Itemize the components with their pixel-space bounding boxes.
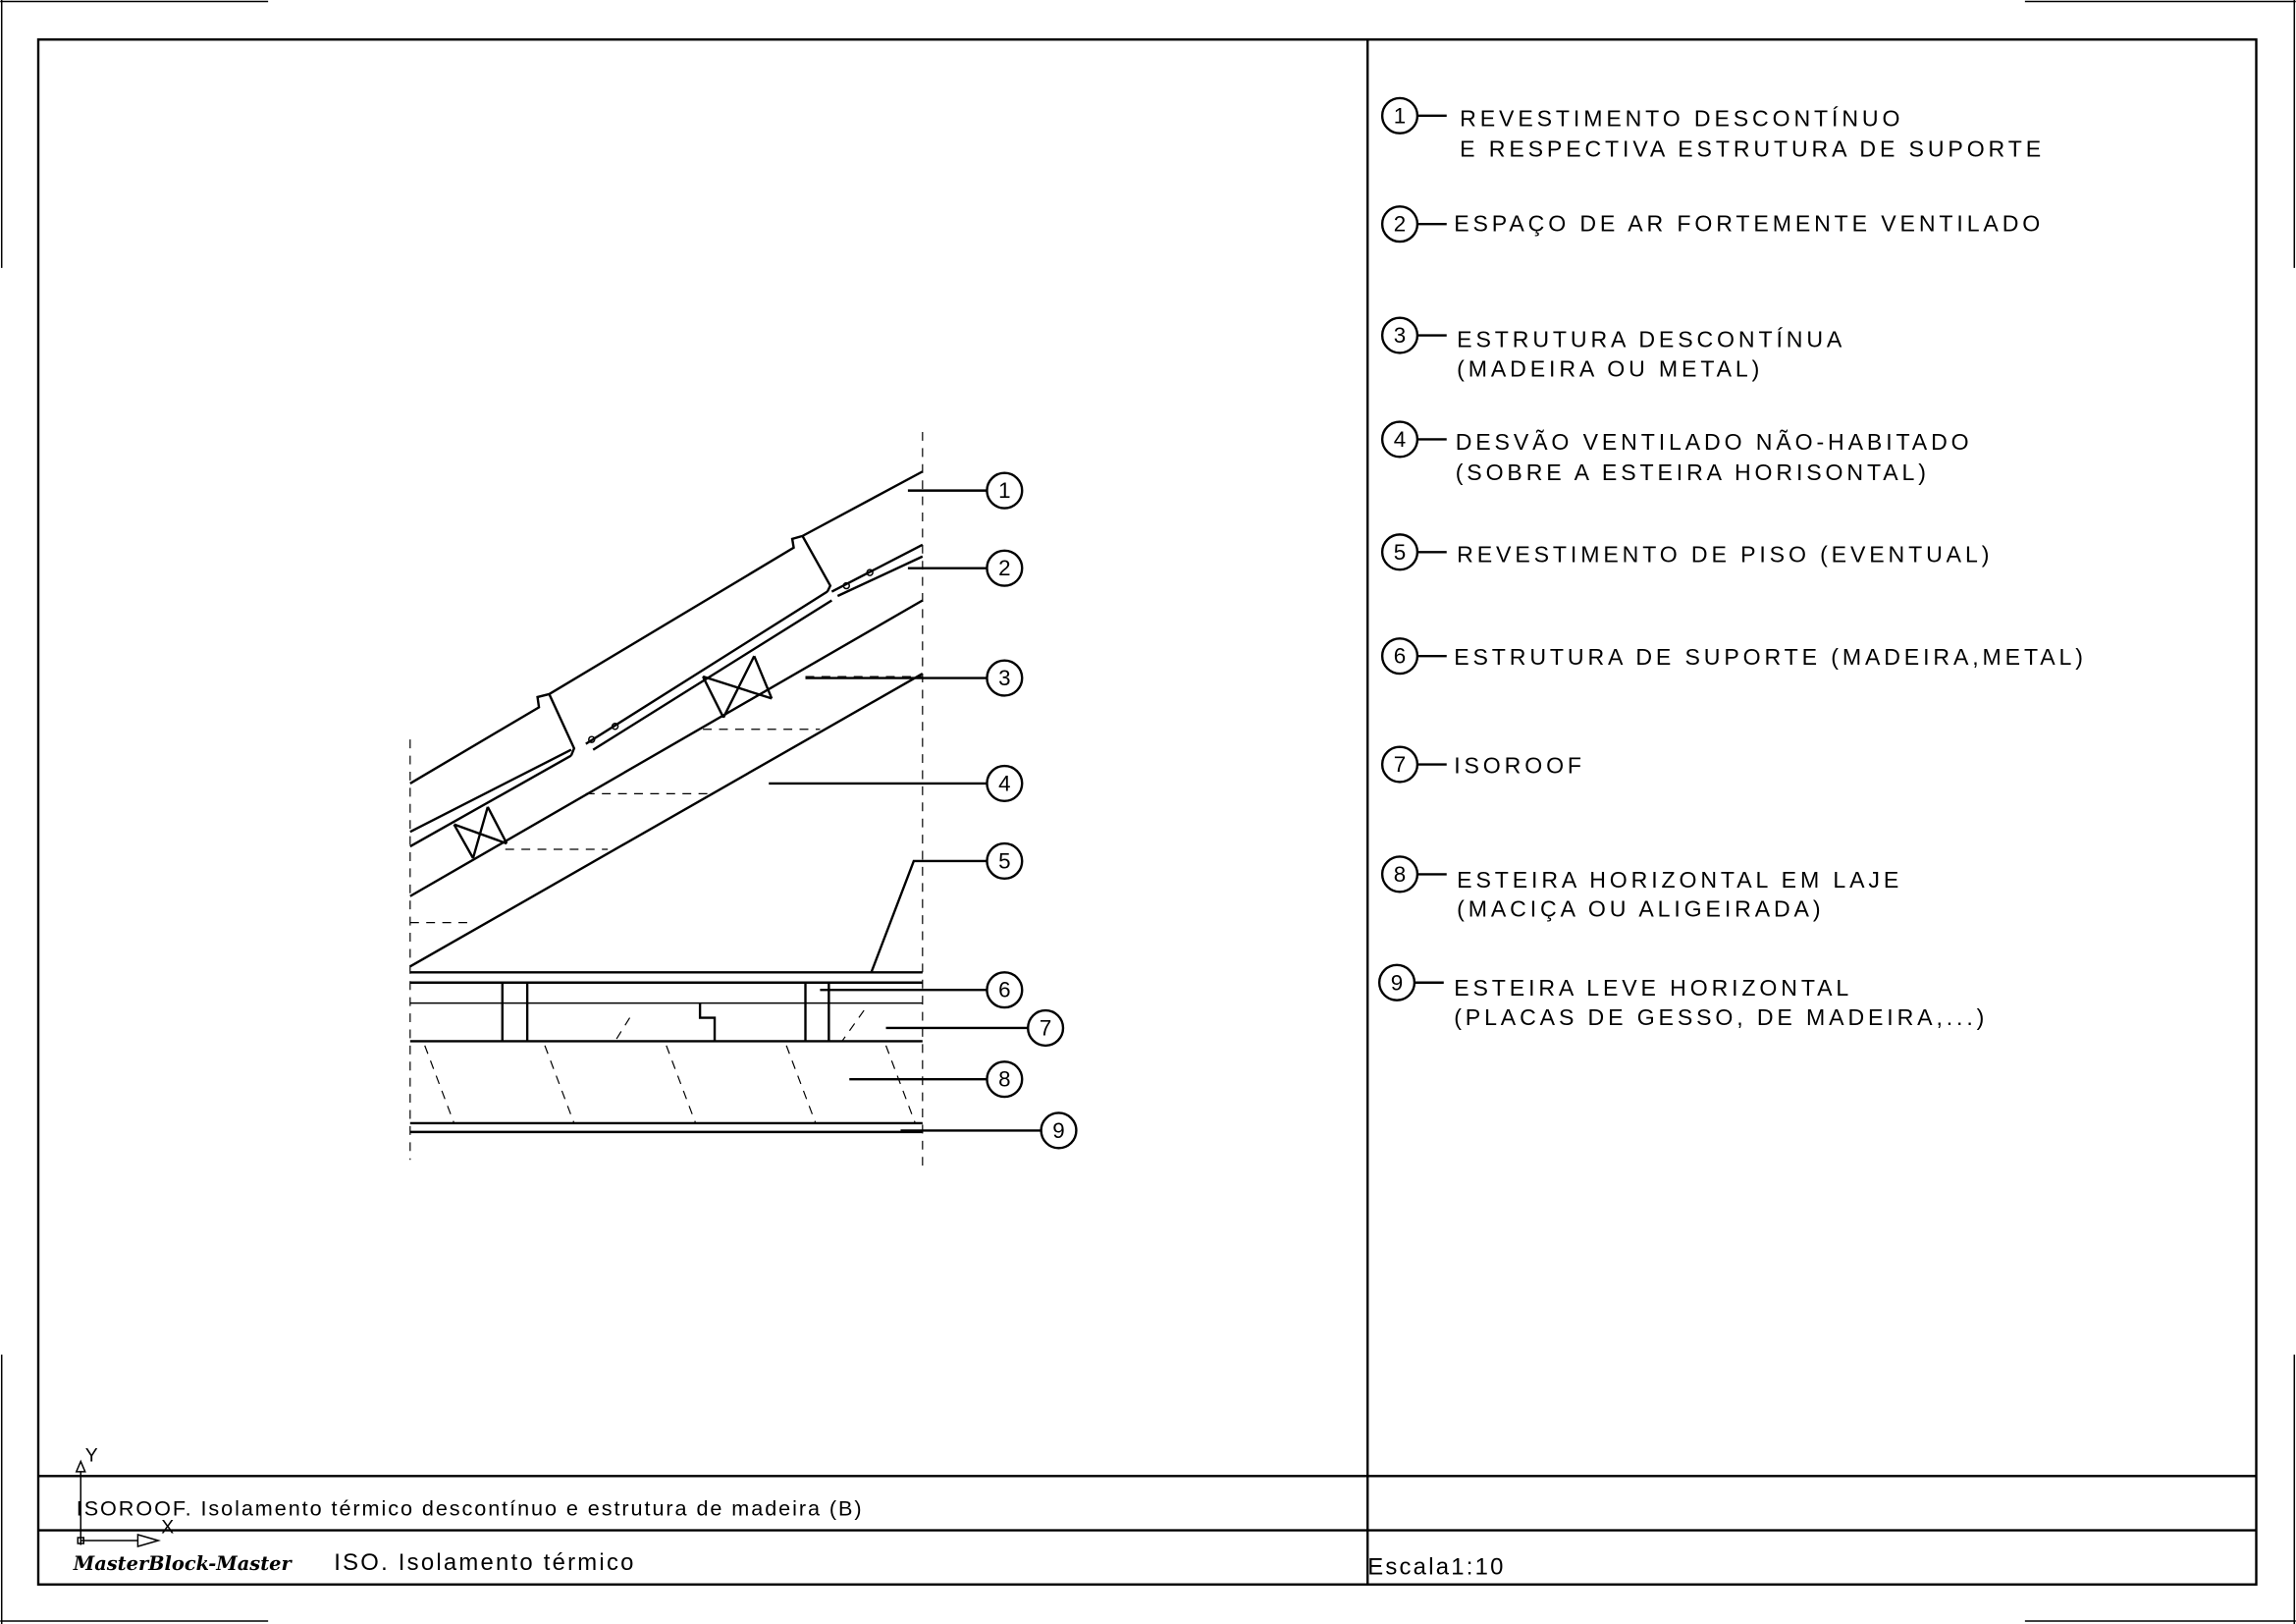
- roof-section-detail: 1 2 3 4 5 6 7 8 9: [409, 431, 1078, 1167]
- svg-text:4: 4: [998, 771, 1010, 795]
- svg-text:(MACIÇA OU ALIGEIRADA): (MACIÇA OU ALIGEIRADA): [1457, 896, 1824, 922]
- svg-text:E RESPECTIVA ESTRUTURA DE SUPO: E RESPECTIVA ESTRUTURA DE SUPORTE: [1460, 136, 2045, 162]
- ucs-axis-icon: Y X: [75, 1444, 174, 1547]
- drawing-title: ISOROOF. Isolamento térmico descontínuo …: [77, 1496, 864, 1521]
- title-block: ISOROOF. Isolamento térmico descontínuo …: [73, 1496, 1505, 1581]
- legend-item-6: 6 ESTRUTURA DE SUPORTE (MADEIRA,METAL): [1380, 637, 2087, 676]
- legend-item-1: 1 REVESTIMENTO DESCONTÍNUO E RESPECTIVA E…: [1380, 96, 2045, 162]
- svg-text:ESTEIRA HORIZONTAL EM LAJE: ESTEIRA HORIZONTAL EM LAJE: [1457, 867, 1902, 893]
- svg-text:1: 1: [1394, 103, 1406, 128]
- svg-text:Y: Y: [85, 1444, 98, 1466]
- svg-text:ESTRUTURA DESCONTÍNUA: ESTRUTURA DESCONTÍNUA: [1457, 326, 1845, 352]
- legend-item-4: 4 DESVÃO VENTILADO NÃO-HABITADO (SOBRE A …: [1380, 420, 1973, 485]
- svg-text:X: X: [161, 1517, 174, 1539]
- svg-text:6: 6: [1394, 644, 1406, 669]
- svg-text:5: 5: [998, 848, 1010, 873]
- svg-text:6: 6: [998, 978, 1010, 1002]
- svg-text:(MADEIRA OU METAL): (MADEIRA OU METAL): [1457, 355, 1763, 381]
- svg-text:(SOBRE A ESTEIRA HORISONTAL): (SOBRE A ESTEIRA HORISONTAL): [1456, 460, 1930, 485]
- callout-1: 1: [986, 471, 1024, 510]
- svg-text:ESTRUTURA DE SUPORTE (MADEIRA,: ESTRUTURA DE SUPORTE (MADEIRA,METAL): [1454, 644, 2087, 670]
- legend-item-3: 3 ESTRUTURA DESCONTÍNUA (MADEIRA OU METAL…: [1380, 316, 1845, 381]
- svg-text:DESVÃO VENTILADO NÃO-HABITADO: DESVÃO VENTILADO NÃO-HABITADO: [1456, 429, 1973, 455]
- callout-5: 5: [986, 841, 1024, 881]
- sheet-frame: [36, 38, 2258, 1586]
- svg-text:9: 9: [1052, 1118, 1064, 1143]
- svg-text:4: 4: [1394, 427, 1406, 452]
- svg-text:8: 8: [1394, 862, 1406, 887]
- callout-7: 7: [1027, 1008, 1065, 1048]
- svg-text:ESPAÇO DE AR FORTEMENTE VENTIL: ESPAÇO DE AR FORTEMENTE VENTILADO: [1454, 211, 2044, 237]
- svg-text:8: 8: [998, 1067, 1010, 1092]
- series-title: ISO. Isolamento térmico: [334, 1549, 635, 1576]
- svg-text:9: 9: [1391, 970, 1403, 995]
- svg-text:7: 7: [1040, 1015, 1051, 1040]
- legend: 1 REVESTIMENTO DESCONTÍNUO E RESPECTIVA E…: [1377, 96, 2087, 1030]
- callout-9: 9: [1040, 1111, 1078, 1150]
- svg-text:(PLACAS DE GESSO, DE MADEIRA,.: (PLACAS DE GESSO, DE MADEIRA,...): [1454, 1004, 1988, 1030]
- callout-6: 6: [986, 971, 1024, 1009]
- svg-text:7: 7: [1394, 752, 1406, 777]
- svg-text:ESTEIRA LEVE HORIZONTAL: ESTEIRA LEVE HORIZONTAL: [1454, 975, 1852, 1001]
- svg-text:1: 1: [998, 478, 1010, 503]
- svg-text:2: 2: [998, 556, 1010, 580]
- svg-text:ISOROOF: ISOROOF: [1454, 752, 1585, 778]
- legend-item-5: 5 REVESTIMENTO DE PISO (EVENTUAL): [1380, 533, 1993, 571]
- legend-item-9: 9 ESTEIRA LEVE HORIZONTAL (PLACAS DE GESS…: [1377, 963, 1988, 1030]
- svg-text:3: 3: [998, 666, 1010, 690]
- svg-text:2: 2: [1394, 212, 1406, 237]
- callout-8: 8: [986, 1060, 1024, 1099]
- svg-text:3: 3: [1394, 323, 1406, 348]
- legend-item-2: 2 ESPAÇO DE AR FORTEMENTE VENTILADO: [1380, 205, 2044, 244]
- callout-2: 2: [986, 549, 1024, 587]
- scale-label: Escala1:10: [1367, 1553, 1505, 1580]
- callout-4: 4: [986, 764, 1024, 803]
- brand-logo: MasterBlock-Master: [73, 1552, 294, 1575]
- svg-text:5: 5: [1394, 540, 1406, 565]
- legend-item-7: 7 ISOROOF: [1380, 745, 1585, 784]
- callout-3: 3: [986, 659, 1024, 697]
- legend-item-8: 8 ESTEIRA HORIZONTAL EM LAJE (MACIÇA OU A…: [1380, 855, 1902, 922]
- svg-text:REVESTIMENTO DESCONTÍNUO: REVESTIMENTO DESCONTÍNUO: [1460, 105, 1903, 131]
- svg-text:REVESTIMENTO DE PISO (EVENTUAL: REVESTIMENTO DE PISO (EVENTUAL): [1457, 542, 1993, 568]
